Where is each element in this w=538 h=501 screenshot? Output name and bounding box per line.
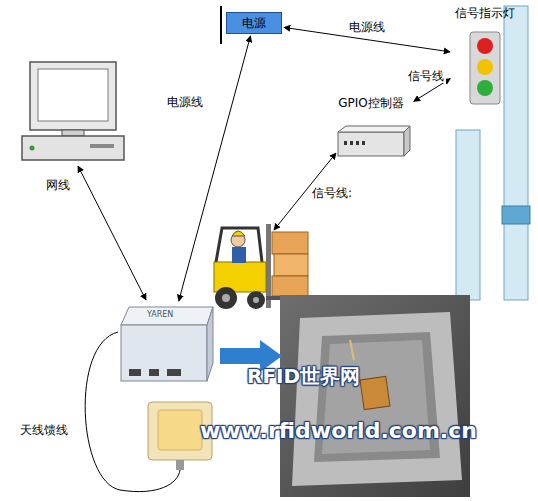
- computer: [22, 62, 124, 160]
- pillar: [456, 130, 480, 300]
- wire-label: 网线: [44, 178, 72, 192]
- rfid-reader: YAREN: [115, 303, 217, 393]
- node-text: YAREN: [147, 310, 173, 320]
- power-box: 电源: [226, 12, 282, 34]
- wire-label: 信号线:: [310, 186, 354, 200]
- node-text: 信号指示灯: [452, 6, 518, 20]
- wire-label: 天线馈线: [18, 423, 70, 437]
- network-cable: [78, 166, 146, 300]
- pit-photo: [280, 295, 470, 497]
- light-art: [452, 6, 518, 108]
- edge-label: 电源线: [347, 20, 387, 34]
- watermark: www.rfidworld.com.cn: [198, 418, 479, 444]
- edge-label: 信号线: [406, 69, 446, 83]
- node-text: GPIO控制器: [330, 96, 412, 110]
- edge-label: 电源线: [165, 95, 205, 109]
- power-pole: [220, 6, 222, 44]
- signal-light: 信号指示灯: [452, 6, 518, 108]
- node-text: 电源: [242, 16, 266, 30]
- pillar-band: [502, 206, 530, 224]
- connector: [179, 36, 251, 301]
- pillar: [504, 6, 528, 300]
- gpio-controller: GPIO控制器: [330, 96, 412, 160]
- watermark: RFID世界网: [245, 364, 362, 388]
